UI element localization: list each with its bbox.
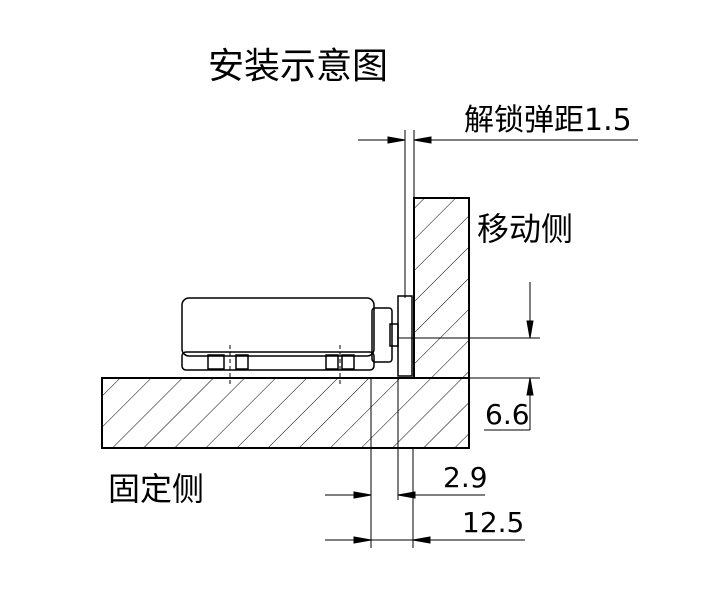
dimension-2-9: 2.9 (443, 461, 488, 494)
moving-side-label: 移动侧 (477, 210, 573, 248)
fixed-side-plate (101, 377, 470, 449)
fixed-side-label: 固定侧 (108, 470, 204, 508)
dimension-lines (325, 130, 638, 548)
dimension-6-6: 6.6 (485, 398, 530, 431)
moving-side-plate (413, 197, 470, 379)
lock-body (181, 295, 413, 377)
diagram-title: 安装示意图 (208, 46, 388, 87)
dimension-12-5: 12.5 (462, 506, 524, 539)
unlock-gap-label: 解锁弹距1.5 (464, 103, 632, 138)
